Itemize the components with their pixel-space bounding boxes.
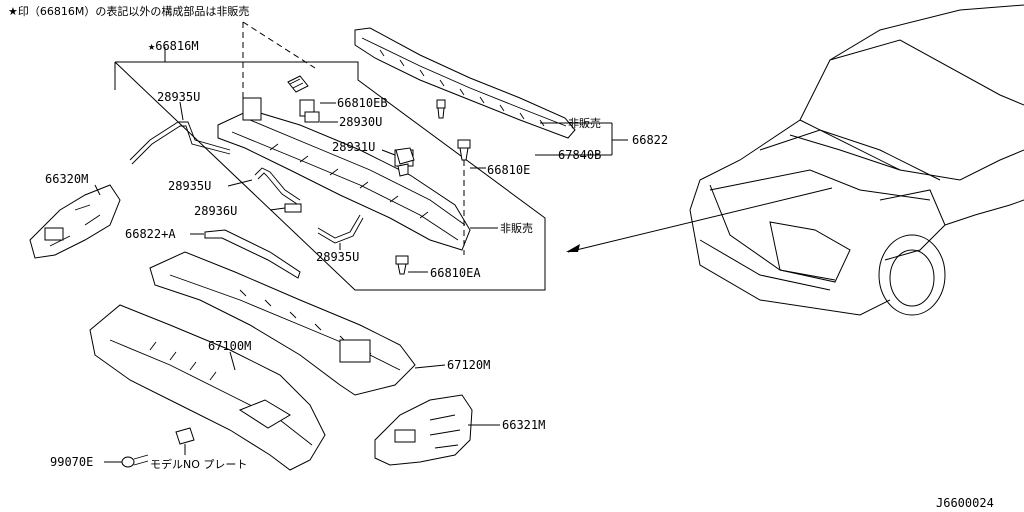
leader-28931u bbox=[381, 149, 396, 156]
label-66810eb: 66810EB bbox=[337, 96, 388, 110]
label-not-sold-1: 非販売 bbox=[568, 117, 601, 130]
label-66822a: 66822+A bbox=[125, 227, 176, 241]
label-67100m: 67100M bbox=[208, 339, 251, 353]
label-66816m: ★66816M bbox=[148, 39, 199, 53]
kit-outline-box bbox=[114, 47, 546, 291]
hose-28935u-middle bbox=[254, 167, 301, 201]
clip-66810eb-top bbox=[436, 99, 446, 119]
nozzle-28931u bbox=[395, 147, 415, 177]
hose-28935u-lower bbox=[317, 214, 361, 239]
label-model-plate: モデルNO プレート bbox=[150, 457, 247, 471]
label-67120m: 67120M bbox=[447, 358, 490, 372]
clip-66810ea bbox=[395, 255, 409, 275]
label-66810e: 66810E bbox=[487, 163, 530, 177]
car-outline bbox=[689, 4, 1024, 316]
leader-28935u-a bbox=[179, 101, 184, 121]
leader-67120m bbox=[414, 364, 446, 369]
leader-67100m bbox=[229, 351, 236, 371]
leader-28936u bbox=[269, 207, 286, 211]
label-99070e: 99070E bbox=[50, 455, 93, 469]
model-plate bbox=[175, 427, 195, 445]
joint-28936u bbox=[284, 203, 302, 213]
diagram-code: J6600024 bbox=[936, 496, 994, 510]
seal-66822a bbox=[204, 229, 301, 279]
label-66810ea: 66810EA bbox=[430, 266, 481, 280]
label-28935u-a: 28935U bbox=[157, 90, 200, 104]
grommet-66810eb bbox=[287, 75, 309, 93]
label-66320m: 66320M bbox=[45, 172, 88, 186]
dash-lower-67100m bbox=[89, 304, 326, 471]
label-28936u: 28936U bbox=[194, 204, 237, 218]
label-66321m: 66321M bbox=[502, 418, 545, 432]
nozzle-28930u bbox=[304, 111, 320, 123]
dash-upper-67120m bbox=[149, 251, 416, 396]
label-28935u-c: 28935U bbox=[316, 250, 359, 264]
bracket-66822 bbox=[535, 122, 628, 156]
cowl-top-cover-66822 bbox=[354, 27, 576, 139]
screw-99070e bbox=[121, 454, 149, 468]
pointer-arrowhead-icon bbox=[566, 244, 580, 252]
cowl-top-assembly bbox=[217, 97, 471, 251]
side-bracket-66321m bbox=[374, 394, 473, 466]
label-28935u-b: 28935U bbox=[168, 179, 211, 193]
label-66822: 66822 bbox=[632, 133, 668, 147]
label-28931u: 28931U bbox=[332, 140, 375, 154]
hose-28935u-upper bbox=[129, 121, 231, 161]
side-bracket-66320m bbox=[29, 184, 121, 259]
clip-66810e bbox=[457, 139, 471, 161]
leader-28935u-b bbox=[227, 179, 253, 187]
header-note: ★印（66816M）の表記以外の構成部品は非販売 bbox=[8, 4, 249, 18]
label-67840b: 67840B bbox=[558, 148, 601, 162]
label-28930u: 28930U bbox=[339, 115, 382, 129]
leader-66320m bbox=[94, 184, 101, 196]
leader-dashed-header bbox=[242, 21, 316, 69]
label-not-sold-2: 非販売 bbox=[500, 222, 533, 235]
pointer-arrow-line bbox=[567, 187, 833, 253]
